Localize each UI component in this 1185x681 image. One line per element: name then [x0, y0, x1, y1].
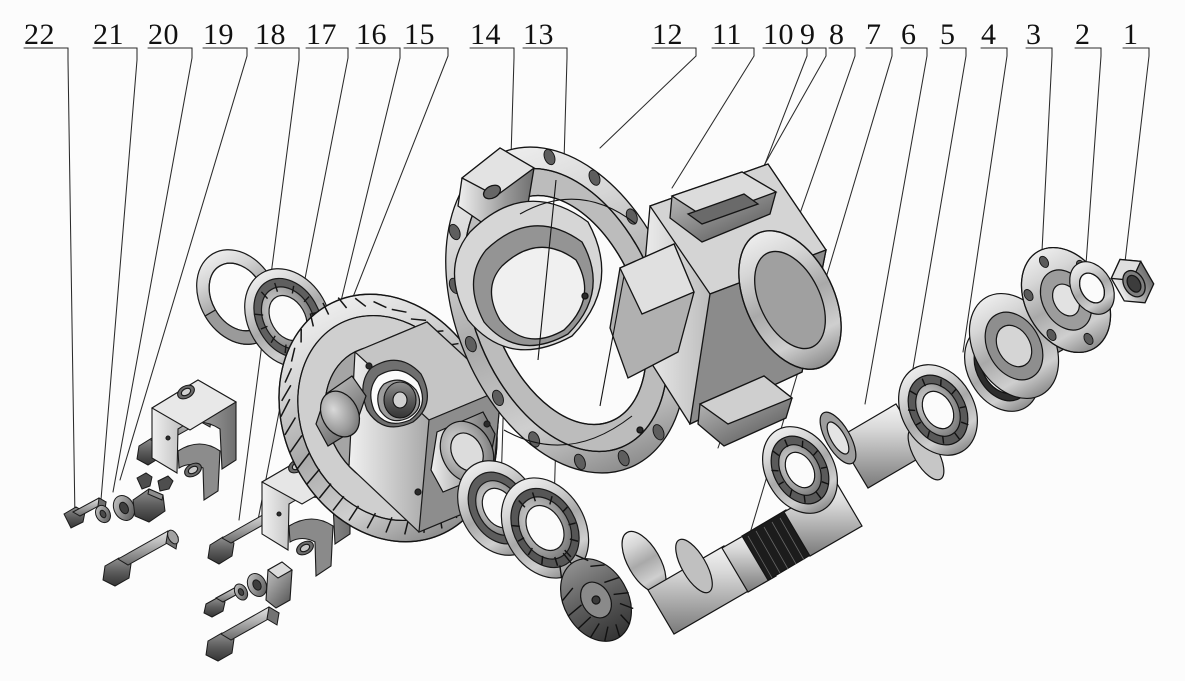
- callout-2: 2: [1075, 18, 1091, 51]
- left-diff-bearing-inner: [244, 268, 332, 368]
- adjuster-lock-washer: [112, 495, 136, 521]
- leader-lines: [23, 47, 1150, 541]
- flat-washer: [1069, 261, 1115, 315]
- outer-pinion-bearing: [898, 364, 978, 456]
- callout-8: 8: [829, 18, 845, 51]
- drive-pinion-shaft: [559, 481, 863, 642]
- callout-7: 7: [866, 18, 882, 51]
- small-lock-screw: [63, 497, 108, 529]
- differential-case: [315, 321, 503, 533]
- callout-20: 20: [148, 18, 179, 51]
- pinion-nut: [1110, 258, 1155, 304]
- callout-5: 5: [940, 18, 956, 51]
- differential-carrier-housing: [445, 146, 842, 474]
- callout-12: 12: [652, 18, 683, 51]
- callout-18: 18: [255, 18, 286, 51]
- bearing-cap-bolt-bottom: [205, 606, 280, 662]
- cap-bolt-lower-left: [102, 529, 179, 587]
- callout-21: 21: [93, 18, 124, 51]
- callout-3: 3: [1026, 18, 1042, 51]
- callout-1: 1: [1123, 18, 1139, 51]
- screw-washer: [95, 504, 111, 524]
- callout-13: 13: [523, 18, 554, 51]
- right-diff-bearing: [457, 460, 590, 579]
- bearing-spacer-sleeve: [819, 403, 945, 489]
- callout-10: 10: [763, 18, 794, 51]
- callout-4: 4: [981, 18, 997, 51]
- inner-pinion-bearing: [762, 426, 838, 514]
- callout-9: 9: [800, 18, 816, 51]
- lower-lock-screw: [203, 583, 249, 618]
- companion-flange-yoke: [968, 246, 1112, 400]
- lock-tab-plate: [132, 472, 174, 523]
- callout-14: 14: [470, 18, 501, 51]
- callout-22: 22: [24, 18, 55, 51]
- callout-17: 17: [306, 18, 337, 51]
- bearing-cap-upper: [150, 379, 238, 501]
- callout-15: 15: [404, 18, 435, 51]
- lower-lock-washer: [246, 573, 268, 597]
- callout-19: 19: [203, 18, 234, 51]
- callout-6: 6: [901, 18, 917, 51]
- callout-16: 16: [356, 18, 387, 51]
- callout-11: 11: [712, 18, 742, 51]
